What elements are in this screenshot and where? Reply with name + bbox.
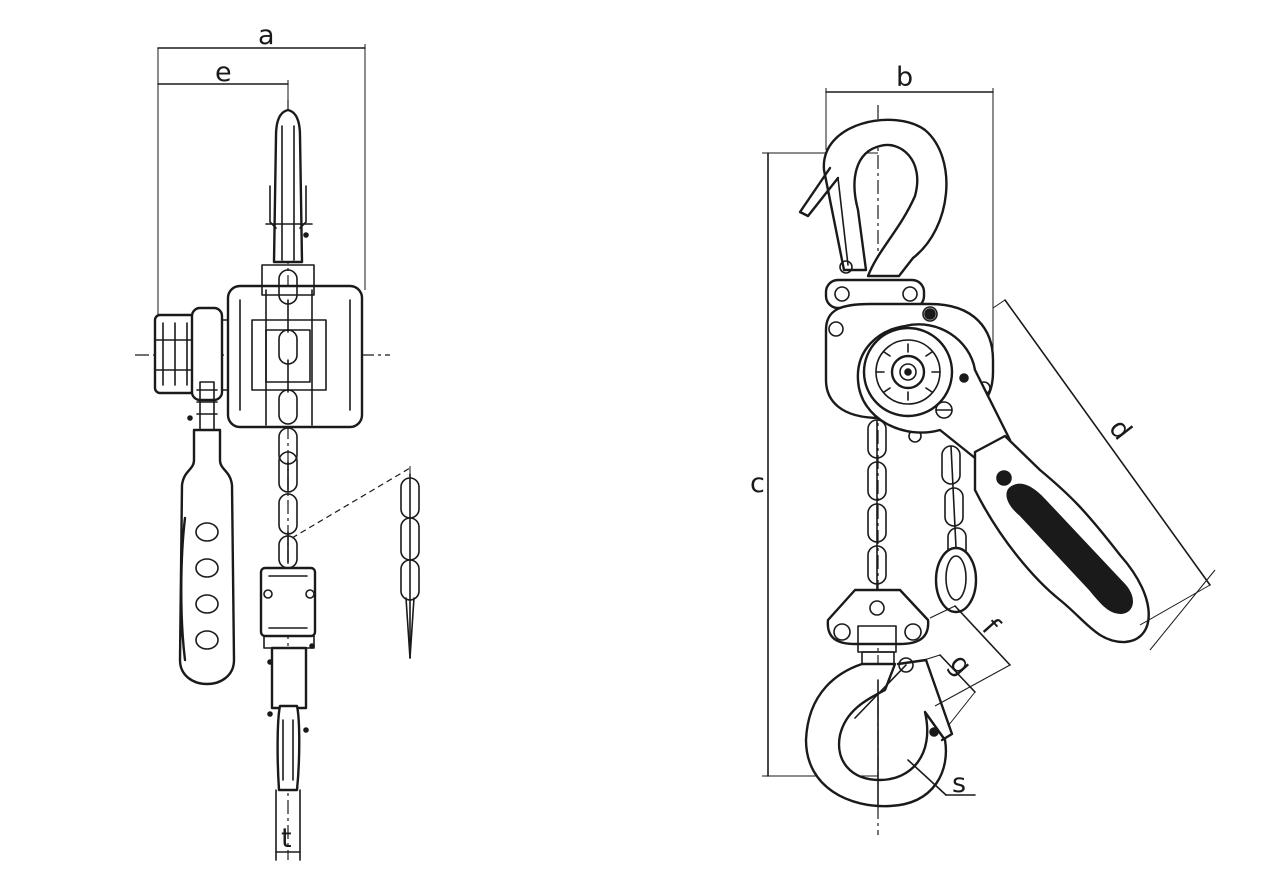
bottom-block-side: [259, 566, 317, 665]
load-chain-front: [867, 419, 978, 614]
dimension-b: b: [825, 62, 994, 370]
label-b: b: [896, 62, 913, 93]
dimension-s: s: [907, 759, 976, 799]
side-view: a e: [135, 20, 420, 861]
lever-handle-side: [153, 306, 236, 686]
label-c: c: [750, 468, 765, 499]
bottom-block-front: [826, 588, 930, 665]
bottom-hook-front: [804, 657, 954, 808]
label-e: e: [215, 57, 232, 88]
front-view: b c: [750, 62, 1216, 835]
load-chain-side: [278, 269, 298, 569]
label-t: t: [281, 823, 292, 854]
bottom-hook-side: [267, 646, 309, 861]
top-hook-side: [265, 108, 313, 264]
label-s: s: [952, 768, 966, 799]
dimension-t: t: [275, 823, 301, 854]
lever-handle-front: [973, 434, 1150, 644]
label-a: a: [258, 20, 275, 51]
dimension-g: g: [923, 648, 977, 727]
dimension-a: a: [157, 20, 366, 318]
dimension-e: e: [157, 57, 289, 112]
hoist-body-front: [824, 302, 1012, 464]
hoist-body-side: [219, 264, 364, 429]
label-d: d: [1102, 414, 1137, 447]
label-f: f: [976, 613, 1006, 642]
chain-detail: [291, 466, 420, 659]
top-hook-front: [798, 118, 948, 310]
